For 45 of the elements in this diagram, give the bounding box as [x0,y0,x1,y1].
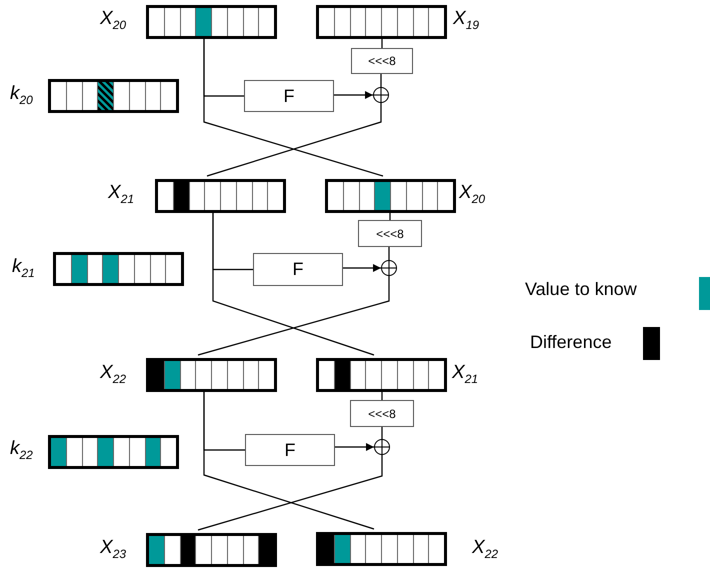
xor-symbol [381,260,397,276]
connector-line [203,392,374,530]
xor-symbol [374,439,390,455]
register-label: k$_{22}$ [10,438,33,462]
arrow [343,264,381,272]
register-bar [316,5,447,39]
register-bar [325,179,456,213]
rotation-box: <<<8 [358,220,422,247]
register-label: X$_{22}$ [100,362,126,386]
register-bar [316,358,447,392]
connector-line [198,276,390,356]
register-bar [146,358,277,392]
connector-line [381,427,383,439]
legend-label: Value to know [525,279,637,300]
register-label: X$_{23}$ [100,537,126,561]
connector-line [388,247,390,260]
arrow [334,91,373,99]
function-box: F [253,253,343,286]
rotation-box: <<<8 [350,400,414,427]
register-bar [146,5,277,39]
register-label: X$_{19}$ [453,8,480,32]
connector-line [206,103,382,177]
register-bar [155,179,286,213]
register-label: X$_{20}$ [100,8,126,32]
function-box: F [245,434,335,466]
connector-line [203,39,384,177]
register-bar [48,435,179,469]
arrow [335,443,374,451]
connector-line [380,74,382,87]
function-box: F [244,80,334,112]
register-label: X$_{20}$ [459,182,486,206]
register-label: X$_{22}$ [472,537,498,561]
register-bar [48,79,179,113]
register-label: X$_{21}$ [452,362,478,386]
register-label: k$_{21}$ [12,256,35,280]
connector-line [198,455,383,531]
legend-label: Difference [530,332,612,353]
connector-line [212,213,374,356]
register-bar [146,533,277,567]
xor-symbol [373,87,389,103]
register-bar [316,532,447,566]
register-label: k$_{20}$ [10,83,33,107]
register-bar [53,252,184,286]
register-label: X$_{21}$ [108,182,134,206]
rotation-box: <<<8 [351,48,413,74]
